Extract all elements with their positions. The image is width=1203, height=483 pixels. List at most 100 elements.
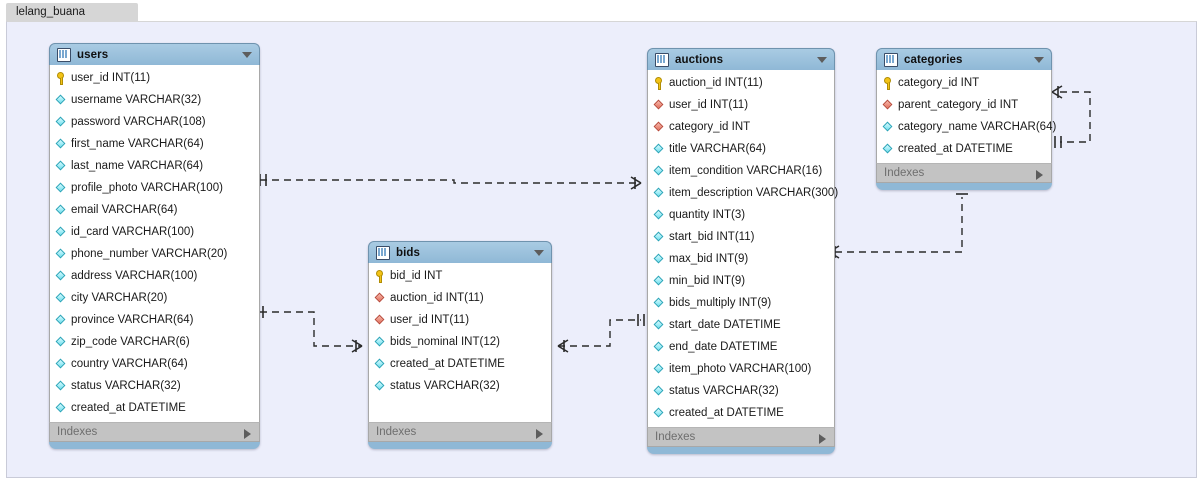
column-label: user_id INT(11) <box>390 314 470 326</box>
column-row[interactable]: first_name VARCHAR(64) <box>50 133 259 155</box>
column-row[interactable]: created_at DATETIME <box>648 402 834 424</box>
table-header-auctions[interactable]: auctions <box>647 48 835 70</box>
tab-bar: lelang_buana <box>0 0 1203 21</box>
relationship-bids-auctions <box>557 314 645 353</box>
column-diamond-icon <box>653 209 665 221</box>
table-header-categories[interactable]: categories <box>876 48 1052 70</box>
column-label: created_at DATETIME <box>669 407 784 419</box>
column-label: first_name VARCHAR(64) <box>71 138 204 150</box>
column-row[interactable]: user_id INT(11) <box>50 67 259 89</box>
column-row[interactable]: bids_multiply INT(9) <box>648 292 834 314</box>
table-columns-auctions: auction_id INT(11) user_id INT(11) categor… <box>647 70 838 427</box>
column-label: category_id INT <box>669 121 751 133</box>
chevron-down-icon[interactable] <box>1034 57 1044 63</box>
column-diamond-icon <box>55 292 67 304</box>
chevron-right-icon[interactable] <box>536 429 543 439</box>
chevron-down-icon[interactable] <box>817 57 827 63</box>
indexes-section-auctions[interactable]: Indexes <box>647 427 835 447</box>
column-row[interactable]: category_name VARCHAR(64) <box>877 116 1056 138</box>
column-label: id_card VARCHAR(100) <box>71 226 195 238</box>
column-row[interactable]: max_bid INT(9) <box>648 248 834 270</box>
column-row[interactable]: username VARCHAR(32) <box>50 89 259 111</box>
table-icon <box>884 52 898 67</box>
column-row[interactable]: phone_number VARCHAR(20) <box>50 243 259 265</box>
column-row[interactable]: created_at DATETIME <box>50 397 259 419</box>
column-row[interactable]: user_id INT(11) <box>648 94 834 116</box>
column-row[interactable]: start_bid INT(11) <box>648 226 834 248</box>
indexes-label: Indexes <box>376 426 417 438</box>
column-row[interactable]: email VARCHAR(64) <box>50 199 259 221</box>
chevron-right-icon[interactable] <box>819 434 826 444</box>
column-row[interactable]: item_condition VARCHAR(16) <box>648 160 834 182</box>
chevron-right-icon[interactable] <box>244 429 251 439</box>
table-header-users[interactable]: users <box>49 43 260 65</box>
column-row[interactable]: province VARCHAR(64) <box>50 309 259 331</box>
chevron-down-icon[interactable] <box>242 52 252 58</box>
column-row[interactable]: min_bid INT(9) <box>648 270 834 292</box>
column-row[interactable]: id_card VARCHAR(100) <box>50 221 259 243</box>
column-row[interactable]: start_date DATETIME <box>648 314 834 336</box>
chevron-right-icon[interactable] <box>1036 170 1043 180</box>
column-label: country VARCHAR(64) <box>71 358 188 370</box>
column-label: username VARCHAR(32) <box>71 94 202 106</box>
column-label: item_description VARCHAR(300) <box>669 187 839 199</box>
column-row[interactable]: zip_code VARCHAR(6) <box>50 331 259 353</box>
column-label: auction_id INT(11) <box>390 292 484 304</box>
column-row[interactable]: created_at DATETIME <box>877 138 1051 160</box>
column-row[interactable]: auction_id INT(11) <box>369 287 551 309</box>
column-label: city VARCHAR(20) <box>71 292 168 304</box>
column-row[interactable]: country VARCHAR(64) <box>50 353 259 375</box>
column-row[interactable]: auction_id INT(11) <box>648 72 834 94</box>
column-label: status VARCHAR(32) <box>669 385 779 397</box>
chevron-down-icon[interactable] <box>534 250 544 256</box>
indexes-section-users[interactable]: Indexes <box>49 422 260 442</box>
table-header-bids[interactable]: bids <box>368 241 552 263</box>
column-row[interactable]: password VARCHAR(108) <box>50 111 259 133</box>
indexes-section-bids[interactable]: Indexes <box>368 422 552 442</box>
column-row[interactable]: status VARCHAR(32) <box>648 380 834 402</box>
column-diamond-icon <box>55 270 67 282</box>
column-row[interactable]: created_at DATETIME <box>369 353 551 375</box>
table-columns-bids: bid_id INT auction_id INT(11) user_id INT(… <box>368 263 552 422</box>
column-row[interactable]: address VARCHAR(100) <box>50 265 259 287</box>
table-columns-users: user_id INT(11) username VARCHAR(32) passw… <box>49 65 260 422</box>
column-row[interactable]: status VARCHAR(32) <box>369 375 551 397</box>
column-diamond-icon <box>653 165 665 177</box>
column-row[interactable]: last_name VARCHAR(64) <box>50 155 259 177</box>
column-row[interactable]: category_id INT <box>648 116 834 138</box>
column-row[interactable]: end_date DATETIME <box>648 336 834 358</box>
column-row[interactable]: bids_nominal INT(12) <box>369 331 551 353</box>
column-row[interactable]: city VARCHAR(20) <box>50 287 259 309</box>
primary-key-icon <box>56 71 67 85</box>
indexes-section-categories[interactable]: Indexes <box>876 163 1052 183</box>
empty-slot <box>375 403 386 414</box>
column-label: user_id INT(11) <box>669 99 749 111</box>
column-label: status VARCHAR(32) <box>71 380 181 392</box>
column-row[interactable]: item_photo VARCHAR(100) <box>648 358 834 380</box>
table-title: categories <box>904 53 963 66</box>
column-row[interactable]: item_description VARCHAR(300) <box>648 182 838 204</box>
column-row[interactable]: bid_id INT <box>369 265 551 287</box>
column-row[interactable]: quantity INT(3) <box>648 204 834 226</box>
column-row[interactable]: title VARCHAR(64) <box>648 138 834 160</box>
tab-schema-diagram[interactable]: lelang_buana <box>6 3 138 21</box>
table-icon <box>655 52 669 67</box>
column-diamond-icon <box>55 226 67 238</box>
column-diamond-icon <box>653 297 665 309</box>
column-diamond-icon <box>55 116 67 128</box>
column-row[interactable]: profile_photo VARCHAR(100) <box>50 177 259 199</box>
column-row[interactable]: category_id INT <box>877 72 1051 94</box>
column-diamond-icon <box>55 380 67 392</box>
column-label: status VARCHAR(32) <box>390 380 500 392</box>
column-row[interactable] <box>369 397 551 419</box>
column-row[interactable]: user_id INT(11) <box>369 309 551 331</box>
column-row[interactable]: parent_category_id INT <box>877 94 1051 116</box>
column-row[interactable]: status VARCHAR(32) <box>50 375 259 397</box>
column-label: last_name VARCHAR(64) <box>71 160 204 172</box>
